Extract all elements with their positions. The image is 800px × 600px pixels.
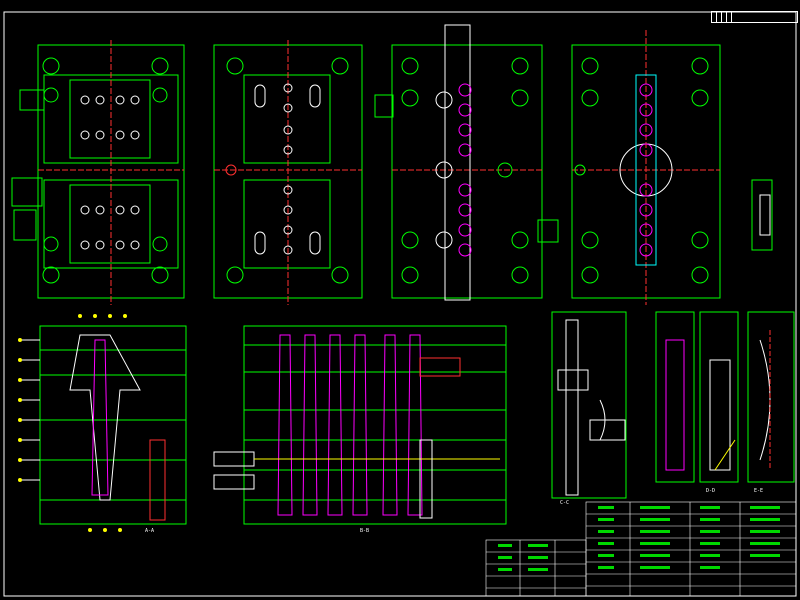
drawing-frame bbox=[3, 11, 797, 597]
title-cell-1 bbox=[712, 12, 717, 22]
section-view-b bbox=[213, 325, 507, 525]
title-cell-4 bbox=[727, 12, 732, 22]
title-cell-3 bbox=[722, 12, 727, 22]
title-strip bbox=[711, 11, 798, 23]
plan-view-2 bbox=[213, 40, 363, 305]
title-cell-2 bbox=[717, 12, 722, 22]
title-block bbox=[485, 501, 797, 597]
plan-view-3 bbox=[374, 24, 559, 301]
view-label-d: D-D bbox=[706, 488, 716, 494]
plan-view-1 bbox=[11, 40, 185, 305]
section-view-a bbox=[18, 314, 187, 532]
view-label-a: A-A bbox=[145, 528, 155, 534]
view-label-e: E-E bbox=[754, 488, 764, 494]
detail-view-c bbox=[551, 311, 627, 499]
title-block-fill bbox=[498, 506, 780, 571]
detail-view-d bbox=[655, 311, 795, 483]
plan-view-4 bbox=[571, 30, 721, 305]
view-label-c: C-C bbox=[560, 500, 570, 506]
view-label-b: B-B bbox=[360, 528, 370, 534]
detail-view-small bbox=[751, 179, 773, 251]
